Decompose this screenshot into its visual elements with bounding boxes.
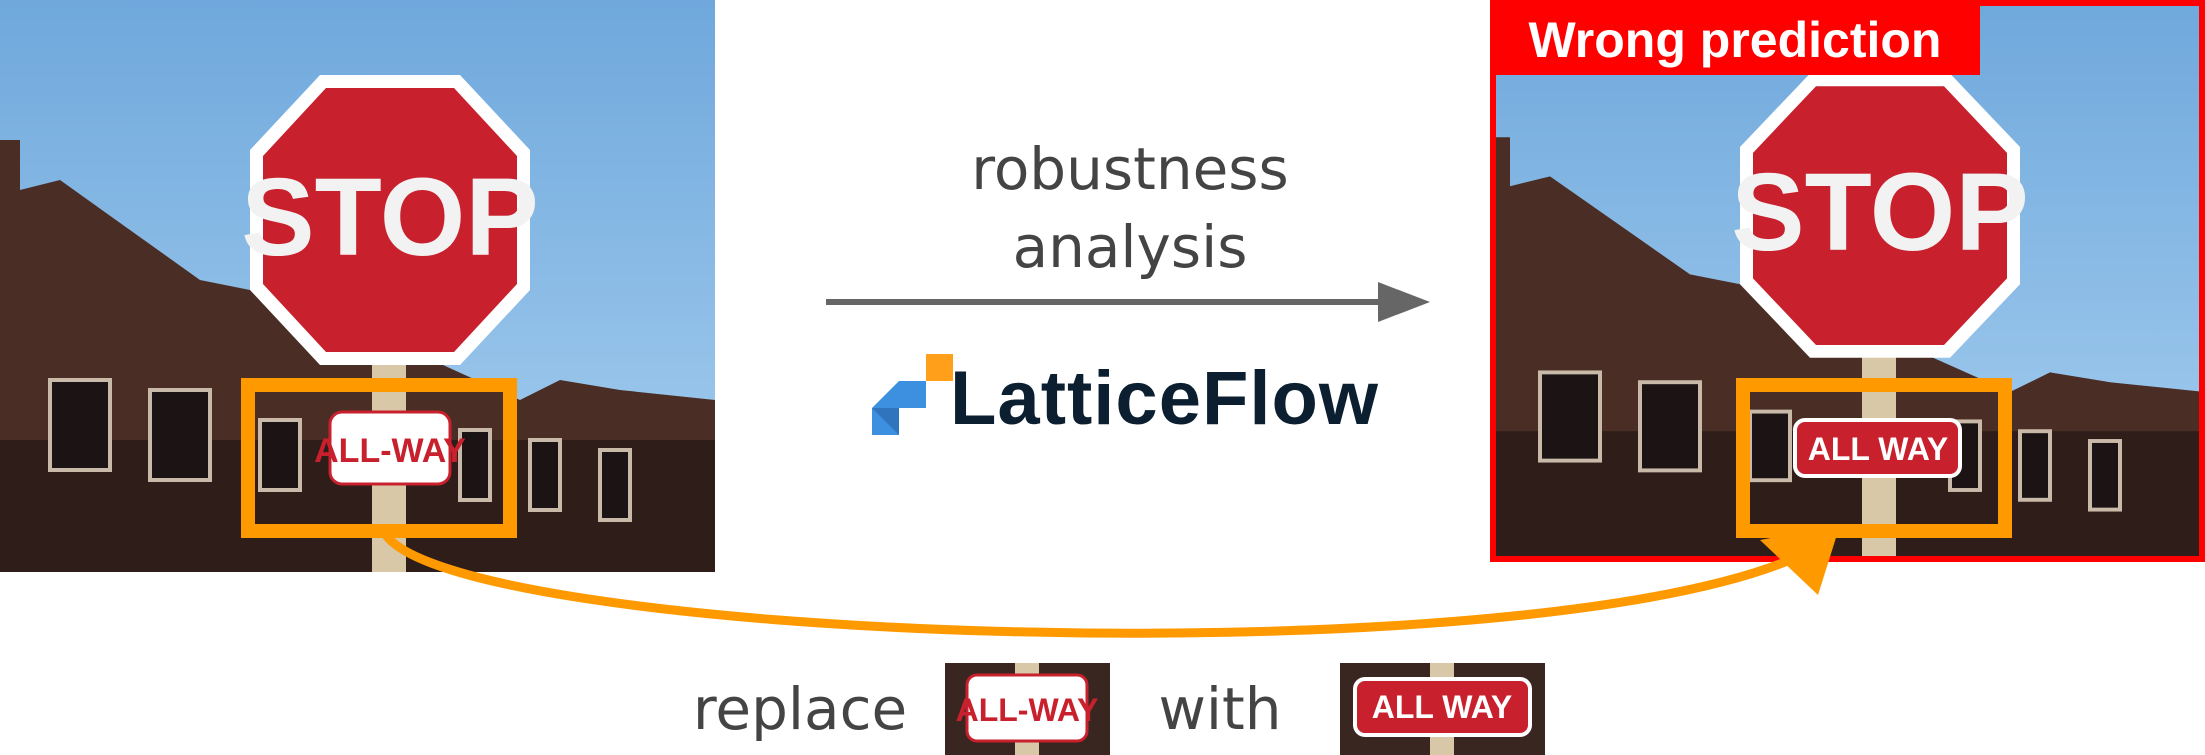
with-label: with <box>1158 675 1282 743</box>
modified-sign <box>1793 418 1962 478</box>
original-sign <box>328 410 452 486</box>
caption-line-2: analysis <box>1012 213 1248 281</box>
stop-text: STOP <box>241 156 539 279</box>
latticeflow-logo-text: LatticeFlow <box>950 356 1380 441</box>
original-patch-thumbnail: ALL-WAY <box>945 663 1110 755</box>
error-frame <box>1490 0 2205 562</box>
modified-patch-thumbnail: ALL WAY <box>1340 663 1545 755</box>
wrong-prediction-label: Wrong prediction <box>1490 5 1980 75</box>
caption-line-1: robustness <box>971 135 1289 203</box>
modified-sign-text: ALL WAY <box>1808 431 1948 467</box>
modified-highlight-box <box>1736 378 2012 538</box>
original-sign-text: ALL-WAY <box>314 432 466 470</box>
modified-image: STOP ALL WAY <box>1490 0 2205 562</box>
original-image: STOP ALL-WAY <box>0 0 715 572</box>
original-highlight-box <box>241 378 517 538</box>
replace-curve-arrow <box>378 527 1792 638</box>
stop-text: STOP <box>1731 151 2029 274</box>
modified-patch-text: ALL WAY <box>1372 689 1512 725</box>
original-patch-text: ALL-WAY <box>956 692 1099 728</box>
latticeflow-logo-icon <box>872 354 953 435</box>
arrow-head-icon <box>1378 282 1430 322</box>
replace-label: replace <box>692 675 908 743</box>
arrow-head-icon <box>1760 525 1840 595</box>
